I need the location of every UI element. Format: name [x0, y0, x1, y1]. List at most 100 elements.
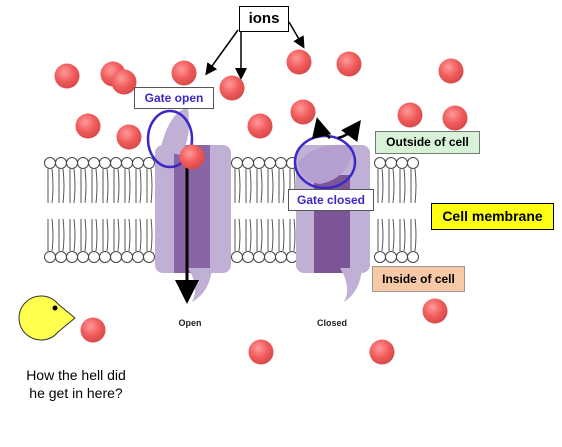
lipid-tail: [69, 218, 76, 252]
lipid-tail: [80, 218, 87, 252]
lipid-head: [132, 157, 144, 169]
lipid-head: [55, 251, 67, 263]
closed-channel: [296, 144, 370, 302]
lipid-tail: [124, 218, 131, 252]
lipid-tail: [245, 218, 252, 252]
lipid-tail: [410, 168, 417, 204]
lipid-tail: [289, 218, 296, 252]
lipid-tail: [234, 168, 241, 204]
ion-icon: [54, 63, 80, 89]
lipid-head: [253, 251, 265, 263]
lipid-head: [385, 251, 397, 263]
inside-of-cell-label: Inside of cell: [372, 266, 465, 292]
lipid-head: [88, 157, 100, 169]
ion-icon: [219, 75, 245, 101]
gate-open-label: Gate open: [134, 87, 214, 109]
lipid-head: [264, 157, 276, 169]
ion-icon: [111, 69, 137, 95]
pacman-caption-line-1: How the hell did: [26, 367, 126, 383]
lipid-head: [77, 251, 89, 263]
lipid-head: [275, 251, 287, 263]
pacman-eye: [52, 305, 58, 311]
lipid-head: [374, 157, 386, 169]
lipid-head: [55, 157, 67, 169]
ion-icon: [369, 339, 395, 365]
ion-icon: [438, 58, 464, 84]
ions-label: ions: [239, 6, 289, 32]
lipid-tail: [388, 168, 395, 204]
lipid-tail: [47, 168, 54, 204]
lipid-tail: [146, 168, 153, 204]
lipid-head: [77, 157, 89, 169]
ion-icon: [397, 102, 423, 128]
lipid-head: [132, 251, 144, 263]
lipid-head: [396, 157, 408, 169]
lipid-head: [374, 251, 386, 263]
pacman-icon: [18, 295, 76, 341]
lipid-tail: [135, 168, 142, 204]
gate-swing-arrow-left: [311, 117, 332, 139]
lipid-head: [242, 157, 254, 169]
lipid-head: [143, 157, 155, 169]
lipid-head: [99, 157, 111, 169]
ion-icon: [336, 51, 362, 77]
lipid-head: [407, 251, 419, 263]
ion-icon: [171, 60, 197, 86]
lipid-tail: [102, 218, 109, 252]
lipid-tail: [113, 218, 120, 252]
lipid-head: [121, 251, 133, 263]
lipid-head: [88, 251, 100, 263]
lipid-tail: [113, 168, 120, 204]
pacman-caption: How the hell did he get in here?: [2, 366, 150, 402]
open-channel: [155, 108, 231, 304]
lipid-head: [66, 157, 78, 169]
lipid-tail: [377, 218, 384, 252]
lipid-tail: [388, 218, 395, 252]
lipid-head: [44, 157, 56, 169]
lipid-head: [253, 157, 265, 169]
lipid-head: [99, 251, 111, 263]
lipid-tail: [256, 218, 263, 252]
ion-icon: [116, 124, 142, 150]
lipid-tail: [267, 218, 274, 252]
ion-icon: [248, 339, 274, 365]
lipid-tail: [58, 218, 65, 252]
lipid-head: [231, 251, 243, 263]
cell-membrane-label: Cell membrane: [431, 203, 554, 230]
lipid-tail: [256, 168, 263, 204]
lipid-tail: [69, 168, 76, 204]
lipid-head: [264, 251, 276, 263]
lipid-tail: [91, 168, 98, 204]
outside-of-cell-label: Outside of cell: [375, 131, 480, 154]
lipid-head: [44, 251, 56, 263]
gate-closed-label: Gate closed: [288, 189, 374, 211]
lipid-tail: [245, 168, 252, 204]
lipid-head: [143, 251, 155, 263]
lipid-head: [385, 157, 397, 169]
lipid-head: [66, 251, 78, 263]
lipid-tail: [267, 168, 274, 204]
closed-channel-label: Closed: [316, 318, 347, 328]
ion-icon: [179, 144, 205, 170]
lipid-head: [242, 251, 254, 263]
lipid-tail: [377, 168, 384, 204]
lipid-tail: [399, 218, 406, 252]
lipid-tail: [47, 218, 54, 252]
lipid-head: [110, 157, 122, 169]
lipid-tail: [102, 168, 109, 204]
lipid-head: [275, 157, 287, 169]
lipid-head: [407, 157, 419, 169]
lipid-tail: [410, 218, 417, 252]
ion-icon: [80, 317, 106, 343]
ions-pointer-arrows: [205, 21, 305, 80]
lipid-head: [110, 251, 122, 263]
lipid-tail: [234, 218, 241, 252]
lipid-tail: [80, 168, 87, 204]
ion-icon: [442, 105, 468, 131]
ion-icon: [422, 298, 448, 324]
lipid-tail: [135, 218, 142, 252]
open-channel-label: Open: [178, 318, 202, 328]
lipid-head: [286, 251, 298, 263]
lipid-head: [121, 157, 133, 169]
